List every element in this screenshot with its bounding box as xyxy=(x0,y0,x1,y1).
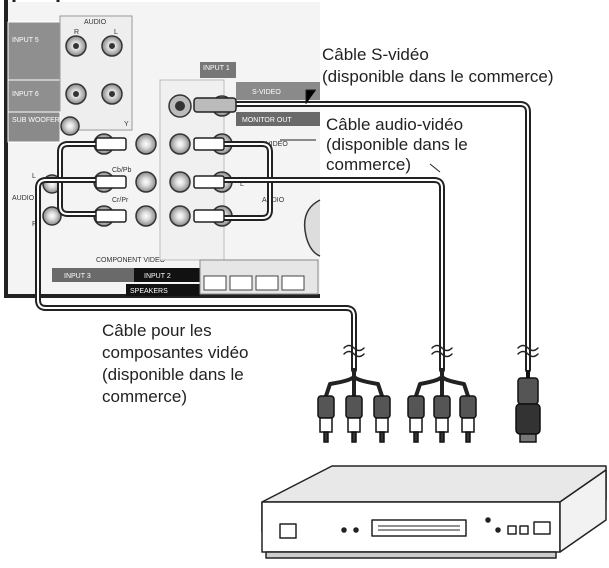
l-left-label: L xyxy=(32,173,36,180)
component-video-label: COMPONENT VIDEO xyxy=(96,257,166,264)
subwoofer-label: SUB WOOFER xyxy=(12,117,60,124)
svideo-label: S-VIDEO xyxy=(252,89,281,96)
comp-cable-label-3: (disponible dans le xyxy=(102,365,244,384)
cb-label: Cb/Pb xyxy=(112,167,132,174)
monitor-out-label: MONITOR OUT xyxy=(242,117,292,124)
video-label: VIDEO xyxy=(266,141,288,148)
audio-l-label: L xyxy=(114,29,118,36)
dvd-player-icon xyxy=(261,465,607,559)
audio-r-label: R xyxy=(74,29,79,36)
callout-lines xyxy=(280,89,441,173)
y-label: Y xyxy=(124,121,129,128)
jack xyxy=(65,35,123,105)
l-right-label: L xyxy=(240,181,244,188)
comp-cable-label-1: Câble pour les xyxy=(102,320,212,341)
comp-cable-label-4: commerce) xyxy=(102,387,188,406)
speakers-label: SPEAKERS xyxy=(130,288,168,295)
rca-plugs xyxy=(317,370,541,443)
svideo-cable-label-2: (disponible dans le commerce) xyxy=(322,67,554,86)
input3-label: INPUT 3 xyxy=(64,273,91,280)
receiver-panel: INPUT 5 INPUT 6 AUDIO R L SUB WOOFER AUD… xyxy=(4,0,321,298)
audio-header: AUDIO xyxy=(84,19,107,26)
comp-cable-label-2: composantes vidéo xyxy=(102,343,249,362)
input6-label: INPUT 6 xyxy=(12,91,39,98)
input2-label: INPUT 2 xyxy=(144,273,171,280)
audio-left-label: AUDIO xyxy=(12,195,35,202)
av-cable-label-1: Câble audio-vidéo xyxy=(326,115,464,134)
input1-label: INPUT 1 xyxy=(203,65,230,72)
r-left-label: R xyxy=(32,221,37,228)
audio-right-label: AUDIO xyxy=(262,197,285,204)
svideo-cable-label-1: Câble S-vidéo xyxy=(322,45,429,64)
av-cable-label-3: commerce) xyxy=(326,155,412,174)
input5-label: INPUT 5 xyxy=(12,37,39,44)
av-cable-label-2: (disponible dans le xyxy=(326,135,468,154)
cables xyxy=(35,97,539,398)
cr-label: Cr/Pr xyxy=(112,197,129,204)
